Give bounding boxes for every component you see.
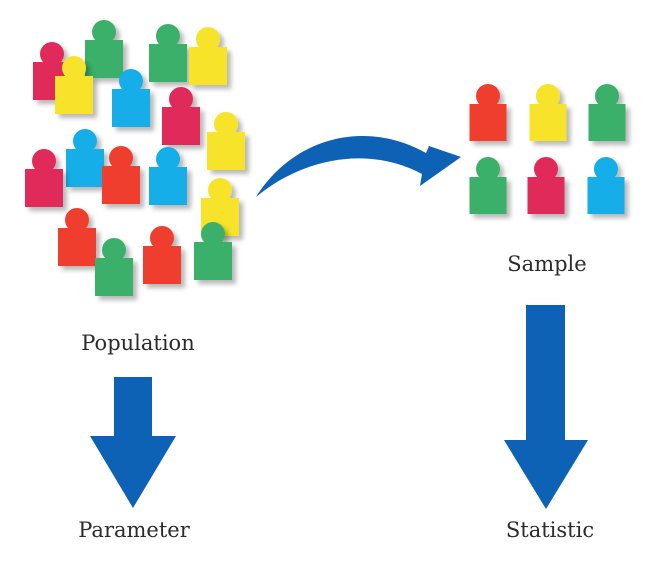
- person-figure-green: [85, 20, 123, 78]
- person-figure-red: [102, 146, 140, 204]
- person-figure-green: [194, 222, 232, 280]
- population-label: Population: [81, 331, 194, 355]
- person-figure-green: [95, 238, 133, 296]
- person-figure-red: [58, 208, 96, 266]
- statistic-label: Statistic: [506, 518, 594, 542]
- sample-people-group: [469, 84, 626, 214]
- person-figure-blue: [149, 147, 187, 205]
- person-figure-red: [143, 226, 181, 284]
- person-figure-yellow: [529, 84, 567, 141]
- sample-label: Sample: [507, 252, 586, 276]
- person-figure-yellow: [189, 27, 227, 85]
- person-figure-green: [588, 84, 626, 141]
- person-figure-yellow: [207, 112, 245, 170]
- population-people-group: [25, 20, 245, 296]
- person-figure-blue: [112, 69, 150, 127]
- curved-arrow-population-to-sample: [256, 135, 461, 197]
- down-arrow-sample-to-statistic: [504, 305, 588, 509]
- person-figure-yellow: [55, 56, 93, 114]
- person-figure-green: [149, 24, 187, 82]
- parameter-label: Parameter: [78, 518, 190, 542]
- person-figure-blue: [587, 157, 625, 214]
- person-figure-crimson: [25, 149, 63, 207]
- down-arrow-population-to-parameter: [90, 377, 176, 508]
- person-figure-red: [469, 84, 507, 141]
- person-figure-crimson: [162, 87, 200, 145]
- person-figure-blue: [66, 129, 104, 187]
- person-figure-green: [469, 157, 507, 214]
- person-figure-crimson: [527, 157, 565, 214]
